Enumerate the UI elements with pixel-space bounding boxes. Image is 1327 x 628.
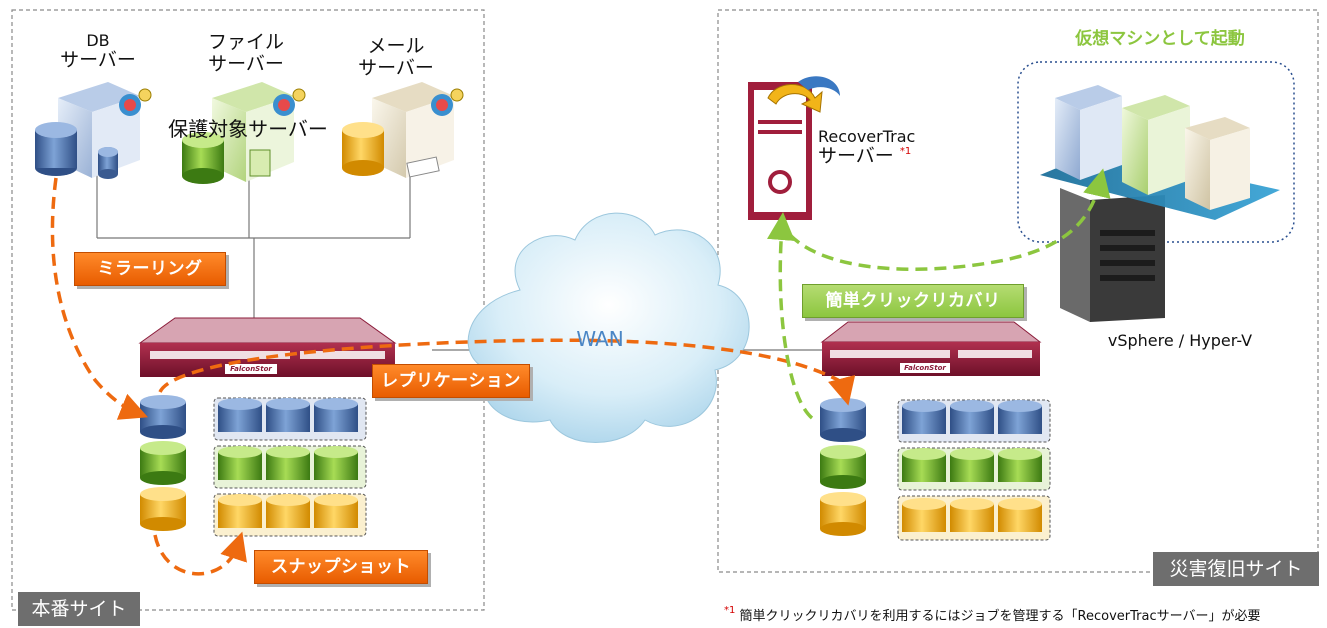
footnote-text: 簡単クリックリカバリを利用するにはジョブを管理する「RecoverTracサーバ… [739,609,1261,624]
recovertrac-label: RecoverTrac サーバー *1 [818,127,938,168]
vm-group-box [1017,61,1295,243]
replication-tag: レプリケーション [372,364,530,398]
hypervisor-label: vSphere / Hyper-V [1107,331,1253,350]
file-server-label-line1: ファイル [207,31,284,53]
recovertrac-label-line1: RecoverTrac [818,127,916,146]
vm-boot-label: 仮想マシンとして起動 [1075,29,1245,49]
db-disk-icon [35,122,77,176]
recovertrac-label-line2-wrap: サーバー *1 [818,145,938,168]
footnote: *1 簡単クリックリカバリを利用するにはジョブを管理する「RecoverTrac… [724,605,1260,624]
wan-label: WAN [576,327,624,351]
mail-disk-icon [342,122,384,176]
vm-host-icon [1040,85,1280,220]
dr-disk-green [820,445,866,489]
mail-server-label: メール サーバー [346,35,446,80]
replication-arrow [158,338,856,406]
recovertrac-note-mark: *1 [899,146,912,158]
dr-snapshot-disk-grid [897,399,1051,541]
dr-disk-blue [820,398,866,442]
snapshot-arrow [153,531,247,576]
physical-server-icon [1060,188,1165,322]
lan-wires [96,175,822,351]
recovery-arrow-to-server [767,212,814,420]
recovertrac-label-line2: サーバー [818,145,894,168]
dr-disk-yellow [820,492,866,536]
db-server-label-line1: DB [86,31,110,50]
easy-recovery-tag: 簡単クリックリカバリ [802,284,1024,318]
protected-servers-label: 保護対象サーバー [168,117,328,141]
db-server-label-line2: サーバー [60,49,136,72]
footnote-mark: *1 [724,605,736,616]
mirroring-tag: ミラーリング [74,252,226,286]
dr-appliance-brand: FalconStor [904,364,946,372]
snapshot-tag: スナップショット [254,550,428,584]
snapshot-disk-grid [213,397,367,537]
primary-disk-green [140,441,186,485]
dr-storage-appliance-icon [820,321,1042,376]
file-server-icon [212,82,306,182]
storage-appliance-icon [138,317,397,377]
file-server-label-line2: サーバー [208,52,284,75]
mail-server-icon [372,82,464,178]
primary-disk-yellow [140,487,186,531]
mirroring-arrow [50,177,148,420]
vm-boot-arrow [788,168,1111,271]
prod-site-label: 本番サイト [18,592,140,626]
primary-disk-blue [140,395,186,439]
recovertrac-server-icon [748,76,840,220]
file-disk-icon [182,132,224,184]
mail-server-label-line2: サーバー [358,56,434,79]
db-server-label: DB サーバー [48,31,148,72]
prod-appliance-brand: FalconStor [230,365,272,373]
dr-site-label: 災害復旧サイト [1153,552,1319,586]
file-server-label: ファイル サーバー [196,31,296,76]
mail-server-label-line1: メール [367,35,425,57]
